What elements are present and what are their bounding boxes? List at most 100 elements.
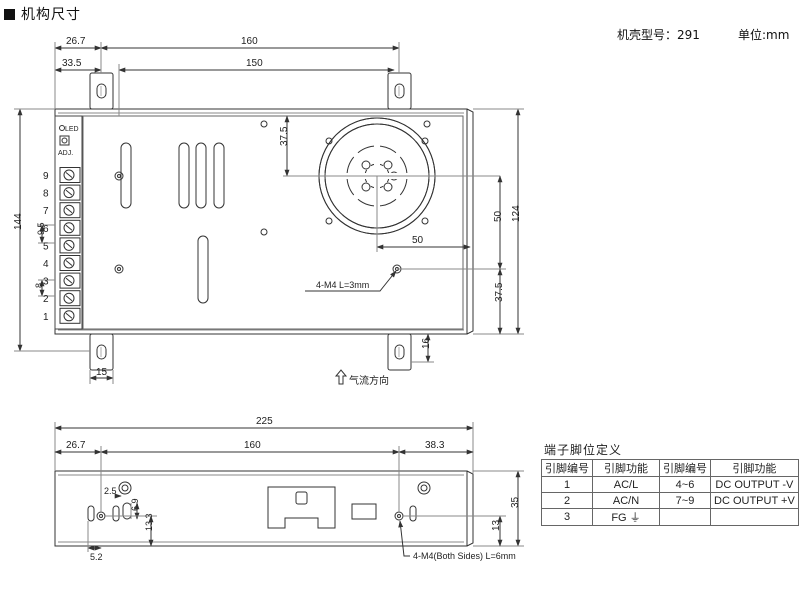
terminal-slot — [59, 202, 81, 219]
terminal-screw-icon — [63, 169, 75, 181]
pin-definition-table: 引脚编号 引脚功能 引脚编号 引脚功能 1 AC/L 4~6 DC OUTPUT… — [541, 459, 799, 526]
top-view — [14, 42, 524, 385]
screw-note-side: 4-M4(Both Sides) L=6mm — [413, 551, 516, 561]
side-dimension-lines — [54, 422, 524, 552]
side-dimension-labels: 225 26.7 160 38.3 35 13 2.5 6.9 13.3 5.2… — [66, 416, 521, 562]
mounting-tabs — [89, 72, 412, 371]
side-screw-left — [96, 511, 106, 521]
dim-side-160: 160 — [244, 440, 261, 451]
terminal-screw-slot — [65, 224, 73, 231]
pin-fn: DC OUTPUT -V — [710, 476, 799, 493]
inner-panel — [82, 115, 464, 330]
terminal-screw-slot — [65, 312, 73, 319]
col-pin-no-2: 引脚编号 — [659, 459, 711, 477]
led-label: LED — [65, 126, 79, 133]
side-view — [54, 422, 524, 557]
pin-fn: DC OUTPUT +V — [710, 492, 799, 509]
dim-50-horizontal: 50 — [412, 235, 424, 246]
pin-table-title: 端子脚位定义 — [544, 443, 623, 457]
screw-note-leader — [305, 270, 397, 292]
dim-16: 16 — [421, 337, 432, 349]
terminal-slot — [59, 184, 81, 201]
side-label-slot — [351, 503, 377, 520]
table-row: 3 FG ⏚ — [541, 508, 799, 526]
adj-potentiometer-icon — [59, 135, 70, 146]
dim-9-5: 9.5 — [36, 222, 46, 235]
unit-label: 单位:mm — [738, 28, 790, 42]
dim-side-26-7: 26.7 — [66, 440, 86, 451]
terminal-screw-slot — [65, 172, 73, 178]
terminal-screw-icon — [63, 292, 75, 304]
terminal-slot — [59, 307, 81, 324]
terminal-screw-icon — [63, 204, 75, 216]
screw-note-top: 4-M4 L=3mm — [316, 280, 369, 290]
header-square-icon — [4, 8, 15, 20]
pin-fn: FG ⏚ — [592, 508, 660, 526]
terminal-screw-slot — [65, 277, 73, 284]
dim-37-5-bottom: 37.5 — [494, 282, 505, 302]
adj-label: ADJ. — [58, 150, 73, 157]
airflow-label: 气流方向 — [349, 374, 389, 387]
terminal-number: 9 — [43, 171, 49, 182]
pin-no: 7~9 — [659, 492, 711, 509]
vent-slots — [120, 142, 225, 304]
dim-38-3: 38.3 — [425, 440, 445, 451]
pin-no: 2 — [541, 492, 593, 509]
section-header: 机构尺寸 — [4, 4, 81, 24]
section-title: 机构尺寸 — [21, 7, 81, 23]
dim-150: 150 — [246, 58, 263, 69]
chassis-outline — [54, 108, 468, 335]
case-model-label: 机壳型号：291 — [617, 28, 700, 42]
side-screw-right — [394, 511, 404, 521]
pin-fn: AC/L — [592, 476, 660, 493]
terminal-screw-icon — [63, 187, 75, 199]
chassis-right-edge — [466, 108, 474, 335]
pin-no: 1 — [541, 476, 593, 493]
terminal-slot — [59, 237, 81, 254]
terminal-screw-icon — [63, 222, 75, 234]
dim-13-3: 13.3 — [144, 513, 154, 531]
terminal-screw-slot — [65, 295, 73, 302]
terminal-number: 6 — [43, 224, 49, 235]
terminal-slot — [59, 219, 81, 236]
side-window — [267, 486, 336, 529]
col-pin-no-1: 引脚编号 — [541, 459, 593, 477]
side-hole-left-top — [118, 481, 132, 495]
terminal-screw-icon — [63, 257, 75, 269]
dim-160: 160 — [241, 36, 258, 47]
terminal-number: 1 — [43, 312, 49, 323]
dim-5-2: 5.2 — [90, 552, 103, 562]
dim-35: 35 — [510, 496, 521, 508]
dim-15: 15 — [96, 367, 108, 378]
airflow-arrow-icon — [334, 369, 348, 385]
dim-37-5-top: 37.5 — [279, 126, 290, 146]
terminal-slot — [59, 290, 81, 307]
terminal-screw-slot — [65, 260, 73, 266]
side-hole-right-top — [417, 481, 431, 495]
led-icon — [59, 125, 65, 131]
top-dimension-labels: 26.7 160 33.5 150 144 124 37.5 50 50 37.… — [13, 36, 522, 387]
dim-8: 8 — [34, 283, 44, 288]
dim-225: 225 — [256, 416, 273, 427]
terminal-strip — [54, 115, 83, 330]
dim-124: 124 — [511, 205, 522, 222]
pin-table-header-row: 引脚编号 引脚功能 引脚编号 引脚功能 — [541, 459, 799, 477]
terminal-number: 3 — [43, 277, 49, 288]
terminal-number: 5 — [43, 241, 49, 252]
pin-fn: AC/N — [592, 492, 660, 509]
dim-144: 144 — [13, 213, 24, 230]
terminal-screw-icon — [63, 310, 75, 322]
terminal-slot — [59, 255, 81, 271]
face-holes — [114, 120, 431, 274]
table-row: 1 AC/L 4~6 DC OUTPUT -V — [541, 476, 799, 493]
terminal-number: 4 — [43, 259, 49, 270]
pin-fn — [710, 508, 799, 526]
terminal-screw-icon — [63, 239, 75, 251]
terminal-screw-slot — [65, 242, 73, 249]
pin-no — [659, 508, 711, 526]
terminal-screw-icon — [63, 275, 75, 287]
terminal-number: 2 — [43, 294, 49, 305]
terminal-slot — [59, 272, 81, 289]
dim-50-vertical: 50 — [493, 210, 504, 222]
